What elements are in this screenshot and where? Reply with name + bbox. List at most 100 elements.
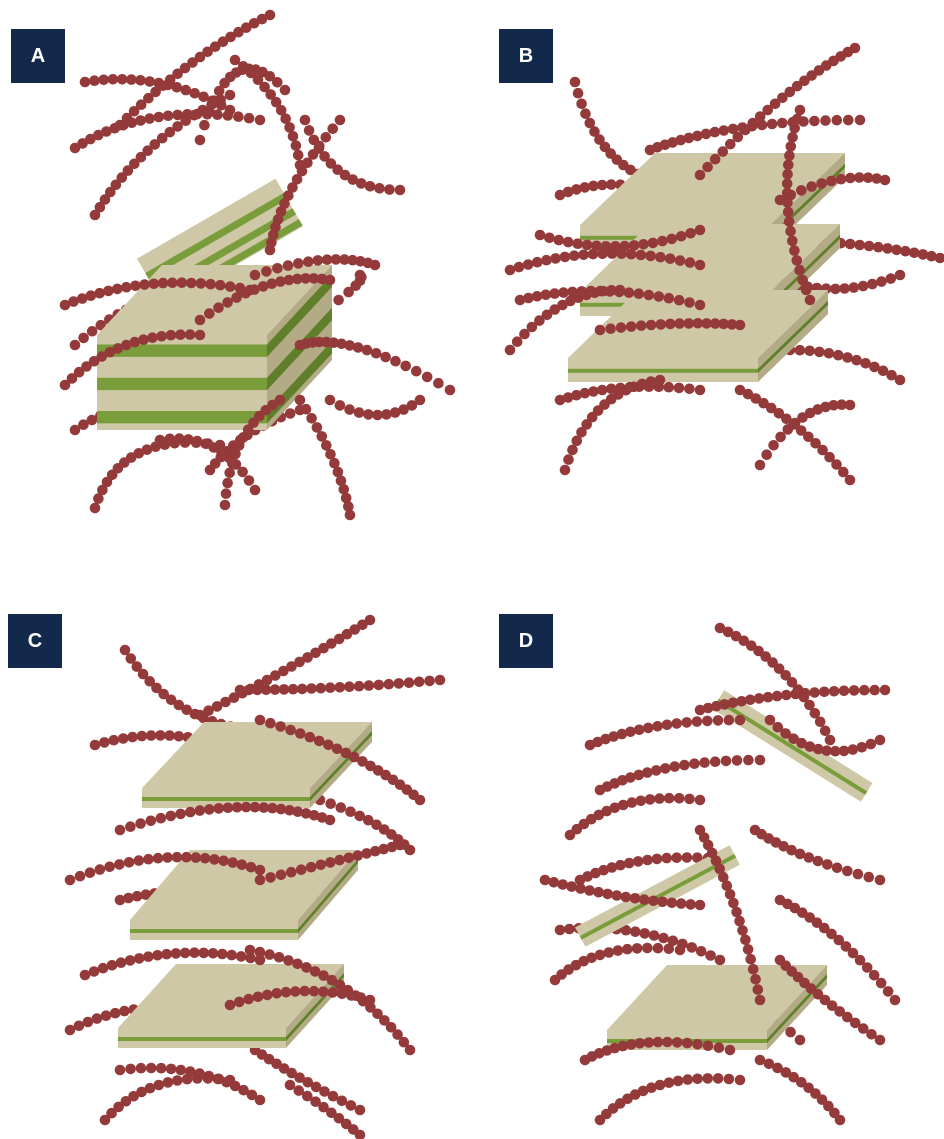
polymer-bead xyxy=(886,273,897,284)
polymer-bead xyxy=(127,732,138,743)
polymer-bead xyxy=(312,422,323,433)
polymer-chain-d xyxy=(585,715,746,751)
polymer-bead xyxy=(685,899,696,910)
polymer-bead xyxy=(646,320,657,331)
polymer-bead xyxy=(687,942,698,953)
polymer-bead xyxy=(371,348,382,359)
polymer-bead xyxy=(422,372,433,383)
polymer-bead xyxy=(325,857,336,868)
polymer-bead xyxy=(732,755,743,766)
polymer-bead xyxy=(715,955,726,966)
polymer-bead xyxy=(314,141,325,152)
polymer-bead xyxy=(243,994,254,1005)
polymer-bead xyxy=(532,257,543,268)
polymer-bead xyxy=(869,970,880,981)
polymer-bead xyxy=(667,234,678,245)
polymer-bead xyxy=(144,113,155,124)
polymer-bead xyxy=(654,793,665,804)
polymer-bead xyxy=(895,270,906,281)
polymer-bead xyxy=(313,255,324,266)
polymer-bead xyxy=(615,860,626,871)
polymer-bead xyxy=(115,1065,126,1076)
polymer-bead xyxy=(80,77,91,88)
polymer-bead xyxy=(262,990,273,1001)
polymer-bead xyxy=(192,109,203,120)
polymer-bead xyxy=(695,170,706,181)
polymer-bead xyxy=(895,375,906,386)
polymer-bead xyxy=(655,375,666,386)
polymer-bead xyxy=(635,1038,646,1049)
polymer-bead xyxy=(563,237,574,248)
polymer-bead xyxy=(364,680,375,691)
polymer-bead xyxy=(695,300,706,311)
polymer-bead xyxy=(875,735,886,746)
platelet-d-tilted-top xyxy=(712,690,872,801)
polymer-bead xyxy=(117,74,128,85)
polymer-bead xyxy=(333,295,344,306)
polymer-bead xyxy=(90,503,101,514)
polymer-bead xyxy=(588,386,599,397)
polymer-bead xyxy=(689,758,700,769)
polymer-bead xyxy=(226,950,237,961)
polymer-bead xyxy=(753,984,764,995)
polymer-bead xyxy=(228,857,239,868)
polymer-bead xyxy=(781,690,792,701)
polymer-bead xyxy=(765,715,776,726)
polymer-bead xyxy=(820,726,831,737)
polymer-bead xyxy=(147,332,158,343)
polymer-bead xyxy=(597,249,608,260)
polymer-bead xyxy=(842,352,853,363)
polymer-bead xyxy=(271,988,282,999)
polymer-bead xyxy=(325,798,336,809)
polymer-bead xyxy=(158,278,169,289)
polymer-bead xyxy=(505,265,516,276)
polymer-bead xyxy=(362,345,373,356)
polymer-bead xyxy=(203,1073,214,1084)
polymer-bead xyxy=(787,236,798,247)
polymer-bead xyxy=(684,297,695,308)
polymer-chain-b xyxy=(785,345,906,386)
polymer-bead xyxy=(231,292,242,303)
polymer-bead xyxy=(505,345,516,356)
polymer-bead xyxy=(735,1075,746,1086)
polymer-bead xyxy=(134,953,145,964)
polymer-bead xyxy=(78,333,89,344)
polymer-bead xyxy=(743,944,754,955)
polymer-bead xyxy=(653,1037,664,1048)
polymer-bead xyxy=(244,113,255,124)
polymer-bead xyxy=(696,946,707,957)
polymer-bead xyxy=(815,717,826,728)
polymer-bead xyxy=(867,279,878,290)
polymer-bead xyxy=(152,950,163,961)
polymer-bead xyxy=(674,318,685,329)
polymer-bead xyxy=(566,881,577,892)
polymer-bead xyxy=(702,162,713,173)
polymer-bead xyxy=(714,1042,725,1053)
polymer-bead xyxy=(384,184,395,195)
polymer-bead xyxy=(789,245,800,256)
polymer-bead xyxy=(755,755,766,766)
polymer-bead xyxy=(703,1041,714,1052)
polymer-bead xyxy=(768,440,779,451)
polymer-bead xyxy=(224,468,235,479)
polymer-bead xyxy=(816,178,827,189)
polymer-bead xyxy=(370,260,381,271)
polymer-bead xyxy=(246,862,257,873)
polymer-bead xyxy=(682,852,693,863)
polymer-bead xyxy=(295,728,306,739)
polymer-bead xyxy=(684,794,695,805)
polymer-bead xyxy=(652,854,663,865)
polymer-bead xyxy=(554,235,565,246)
polymer-bead xyxy=(713,715,724,726)
polymer-bead xyxy=(784,216,795,227)
polymer-bead xyxy=(205,279,216,290)
polymer-bead xyxy=(344,853,355,864)
polymer-bead xyxy=(674,295,685,306)
polymer-bead xyxy=(374,680,385,691)
polymer-bead xyxy=(354,407,365,418)
polymer-bead xyxy=(185,329,196,340)
polymer-bead xyxy=(227,458,238,469)
panel-label-d: D xyxy=(499,614,553,668)
polymer-bead xyxy=(576,99,587,110)
polymer-bead xyxy=(604,947,615,958)
